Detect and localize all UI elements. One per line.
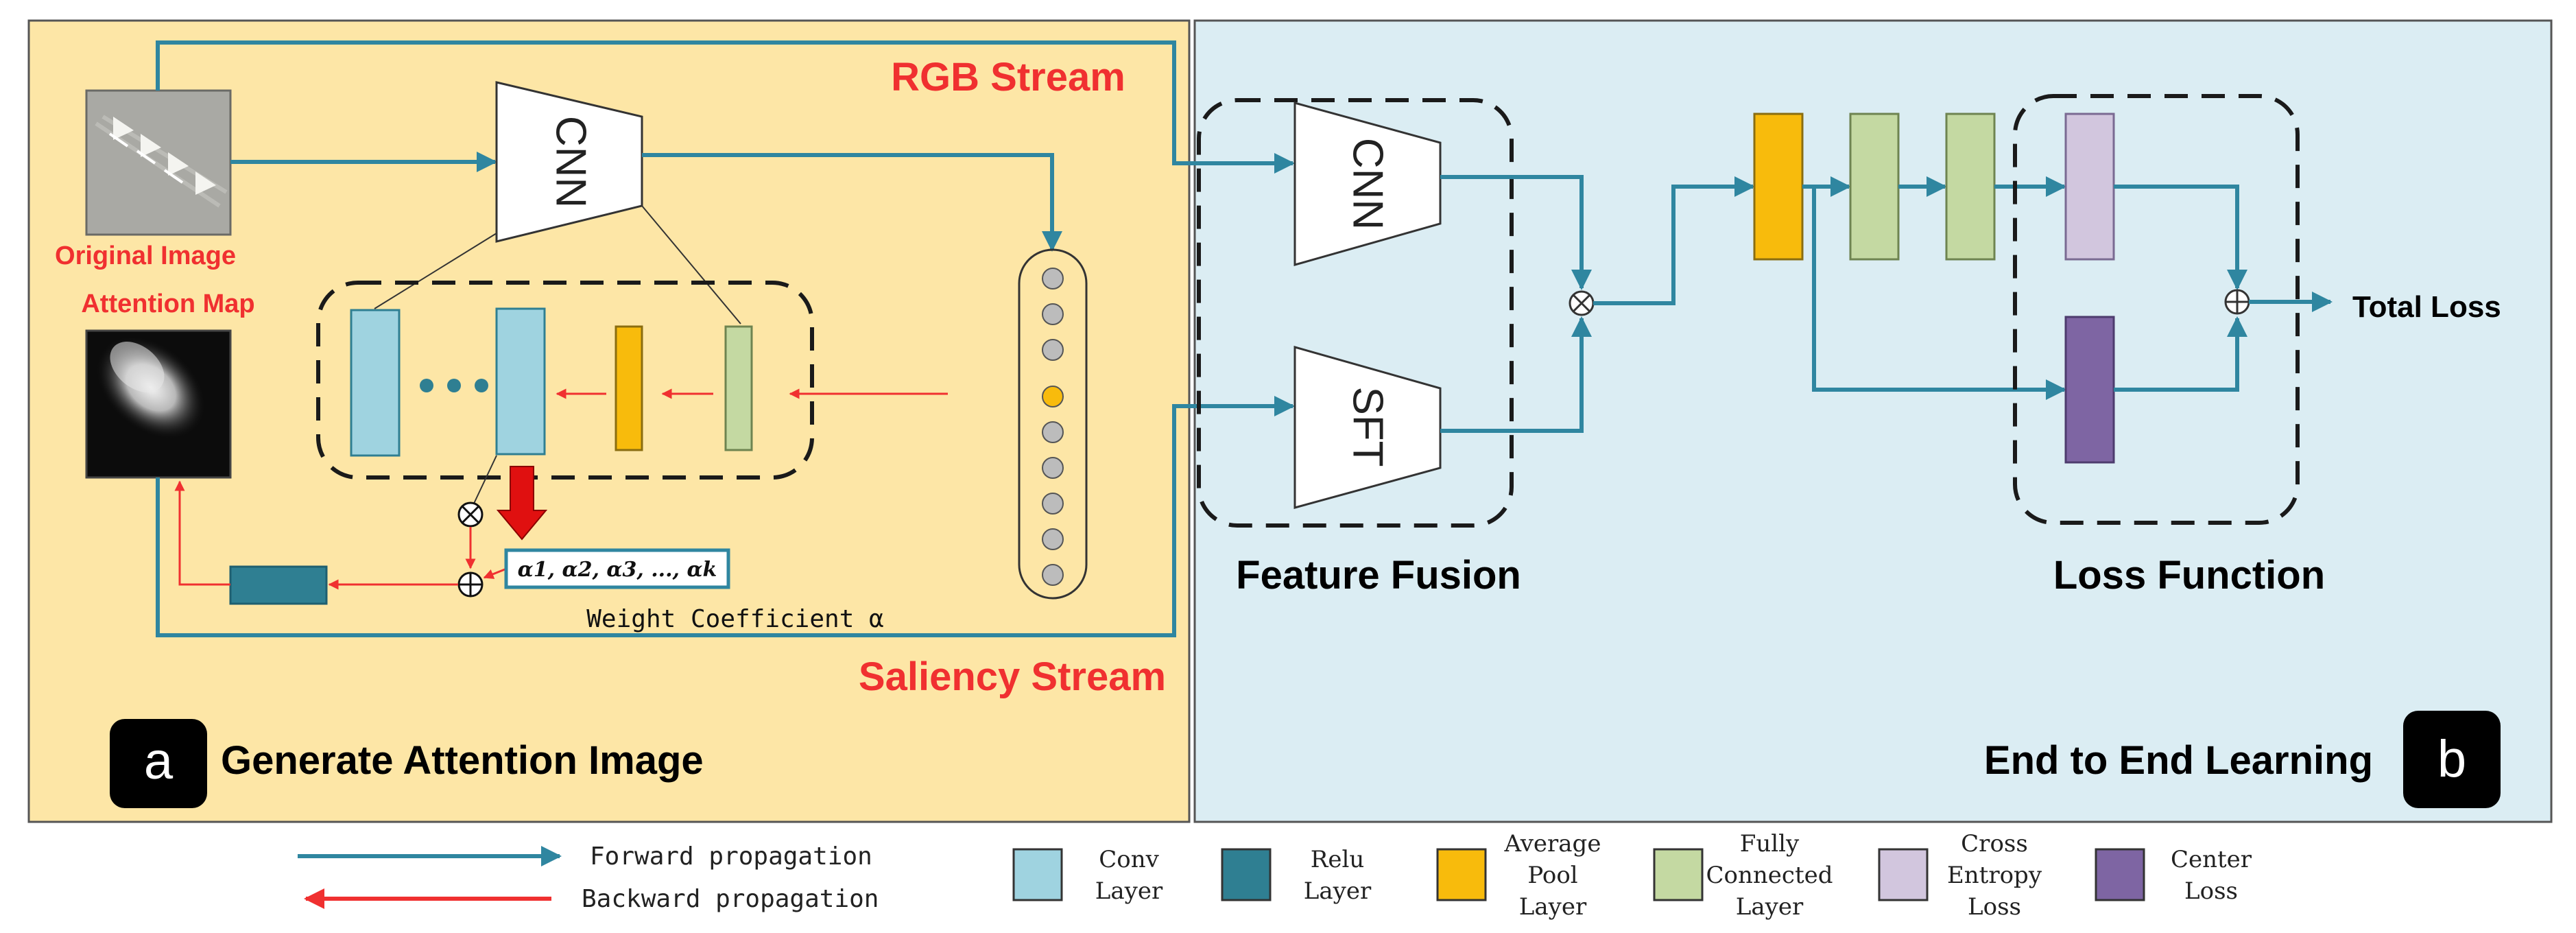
saliency-stream-arrow — [156, 396, 1295, 637]
legend-label: Center — [2171, 846, 2252, 873]
legend-label: Cross — [1961, 830, 2028, 858]
pool-to-center-loss-arrow — [1812, 187, 2066, 400]
legend-label: Loss — [1968, 893, 2021, 921]
avg-pool-layer-b — [1753, 113, 1804, 261]
cross-entropy-loss-block — [2064, 113, 2115, 261]
sft-to-fusion-arrow — [1440, 316, 1592, 433]
ce-to-sum-arrow — [2114, 185, 2247, 290]
sft-label: SFT — [1344, 386, 1392, 466]
ellipsis-dot — [447, 379, 461, 392]
feature-fusion-label: Feature Fusion — [1236, 553, 1521, 598]
conv-to-multiply-line — [473, 455, 497, 506]
ellipsis-dot — [420, 379, 433, 392]
loss-sum-operator — [2224, 289, 2250, 315]
avg-pool-layer-a — [615, 325, 643, 451]
cnn-to-vector-arrow — [642, 153, 1062, 252]
panel-b-title: End to End Learning — [1984, 738, 2373, 783]
legend-label: Fully — [1740, 830, 1800, 858]
rgb-stream-label: RGB Stream — [891, 55, 1125, 99]
attention-map-image — [85, 329, 232, 479]
add-operator — [457, 571, 484, 598]
multiply-operator — [457, 501, 484, 528]
gradient-down-arrow — [496, 466, 548, 541]
legend-label: Relu — [1311, 846, 1365, 873]
fusion-multiply-operator — [1569, 290, 1595, 316]
fusion-to-pool-arrow — [1593, 176, 1755, 305]
legend-swatch — [1653, 848, 1704, 901]
cnn-label-b: CNN — [1344, 138, 1392, 230]
panel-a-badge — [110, 719, 207, 808]
loss-function-box — [2013, 94, 2300, 525]
attention-map-label: Attention Map — [81, 290, 254, 318]
legend-swatches: ConvLayerReluLayerAveragePoolLayerFullyC… — [1012, 830, 2252, 921]
center-to-sum-arrow — [2114, 316, 2247, 392]
panel-b-badge-letter: b — [2437, 730, 2466, 788]
legend-backward-label: Backward propagation — [582, 885, 879, 913]
legend-swatch — [1012, 848, 1063, 901]
relu-to-attention-arrow — [174, 480, 230, 586]
cnn-layer-detail-box — [316, 281, 814, 480]
cnn-detail-line-right — [641, 205, 741, 324]
legend-label: Entropy — [1947, 862, 2042, 889]
legend-label: Average — [1504, 830, 1601, 858]
cnn-detail-line-left — [374, 233, 497, 309]
legend-swatch — [1878, 848, 1929, 901]
panel-a-title: Generate Attention Image — [221, 738, 704, 783]
loss-function-label: Loss Function — [2053, 553, 2325, 598]
legend-label: Layer — [1736, 893, 1804, 921]
weights-box — [504, 548, 730, 589]
legend-label: Layer — [1095, 877, 1163, 905]
weight-coefficient-label: Weight Coefficient α — [586, 605, 883, 633]
fc-layer-b2 — [1945, 113, 1996, 261]
fc-layer-a — [724, 325, 753, 451]
panel-b-badge — [2403, 711, 2501, 808]
fc-layer-b1 — [1849, 113, 1900, 261]
legend-label: Connected — [1706, 862, 1833, 889]
relu-layer-a — [229, 565, 328, 605]
legend-label: Pool — [1527, 862, 1577, 889]
sft-block — [1293, 346, 1442, 509]
saliency-stream-label: Saliency Stream — [859, 654, 1166, 699]
feature-vector — [1018, 248, 1088, 600]
legend-swatch — [1436, 848, 1487, 901]
legend-swatch — [1221, 848, 1272, 901]
center-loss-block — [2064, 316, 2115, 464]
feature-vector-nodes — [1042, 268, 1064, 586]
legend-label: Layer — [1304, 877, 1372, 905]
total-loss-label: Total Loss — [2352, 290, 2501, 324]
rgb-stream-arrow — [156, 40, 1295, 174]
legend-forward-label: Forward propagation — [590, 842, 872, 871]
panel-a-badge-letter: a — [144, 732, 174, 790]
conv-layer-1 — [350, 309, 401, 457]
legend-label: Conv — [1099, 846, 1159, 873]
conv-layer-2 — [495, 307, 546, 456]
ellipsis-dot — [475, 379, 488, 392]
legend-label: Layer — [1519, 893, 1587, 921]
cnn-block-b — [1293, 102, 1442, 266]
cnn-label-a: CNN — [547, 116, 595, 208]
original-image-label: Original Image — [55, 241, 236, 270]
original-image — [85, 89, 232, 236]
legend-label: Loss — [2184, 877, 2238, 905]
legend-swatch — [2095, 848, 2145, 901]
weights-to-add-arrow — [483, 568, 505, 579]
feature-fusion-box — [1197, 98, 1514, 528]
cnn-b-to-fusion-arrow — [1440, 175, 1592, 290]
weights-values: α1, α2, α3, ..., αk — [518, 558, 717, 582]
